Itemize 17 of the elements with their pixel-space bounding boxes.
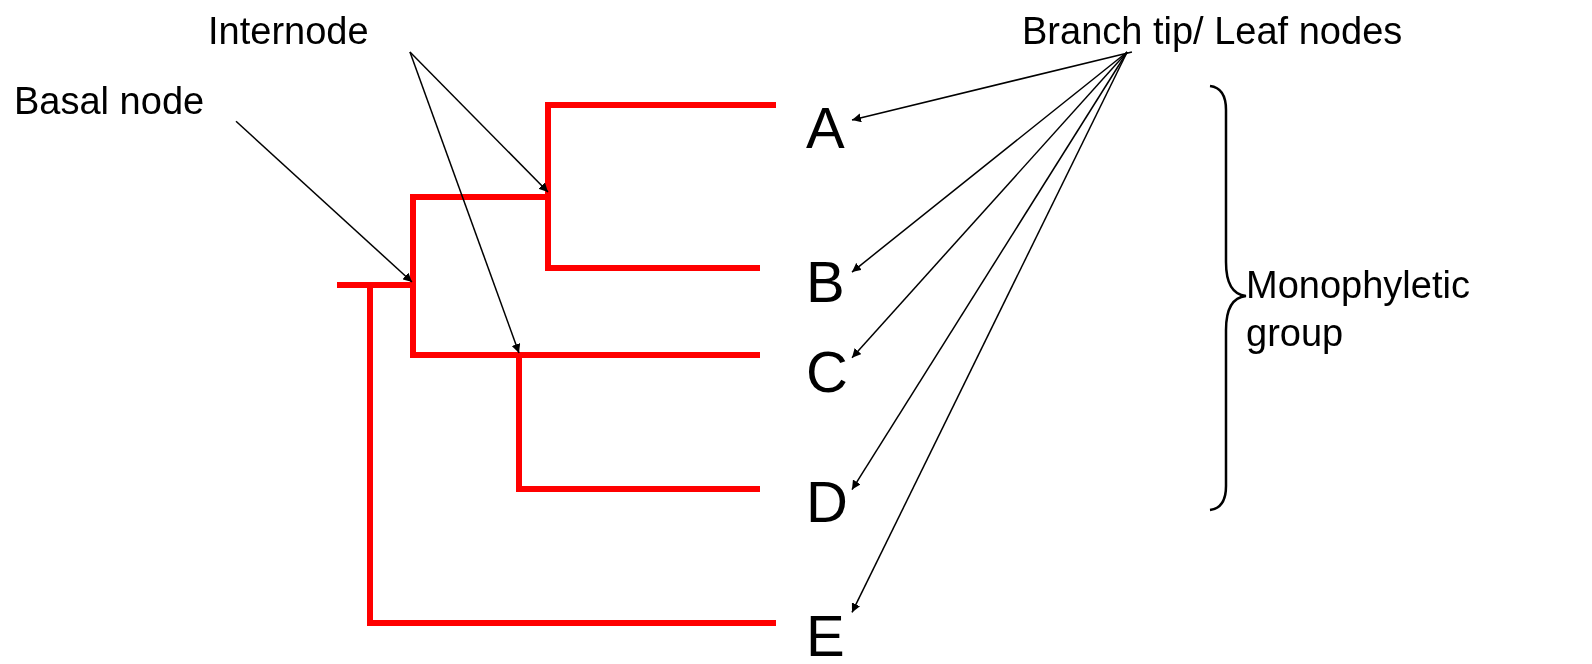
leader-line	[851, 51, 1128, 491]
leader-line	[235, 120, 413, 283]
leader-line	[851, 51, 1128, 359]
leader-line	[851, 51, 1133, 123]
annotation-label: Branch tip/ Leaf nodes	[1022, 8, 1500, 56]
leaf-label: D	[806, 466, 852, 539]
leader-line	[409, 51, 549, 193]
group-label: Monophyletic group	[1246, 263, 1471, 356]
leader-line	[409, 51, 521, 354]
leaf-label: B	[806, 246, 852, 319]
annotation-label: Internode	[208, 8, 412, 56]
annotation-label: Basal node	[14, 78, 236, 186]
leaf-label: E	[806, 600, 852, 664]
leaf-label: C	[806, 336, 852, 409]
leader-line	[851, 51, 1128, 614]
leader-line	[851, 51, 1128, 273]
leaf-label: A	[806, 92, 852, 165]
